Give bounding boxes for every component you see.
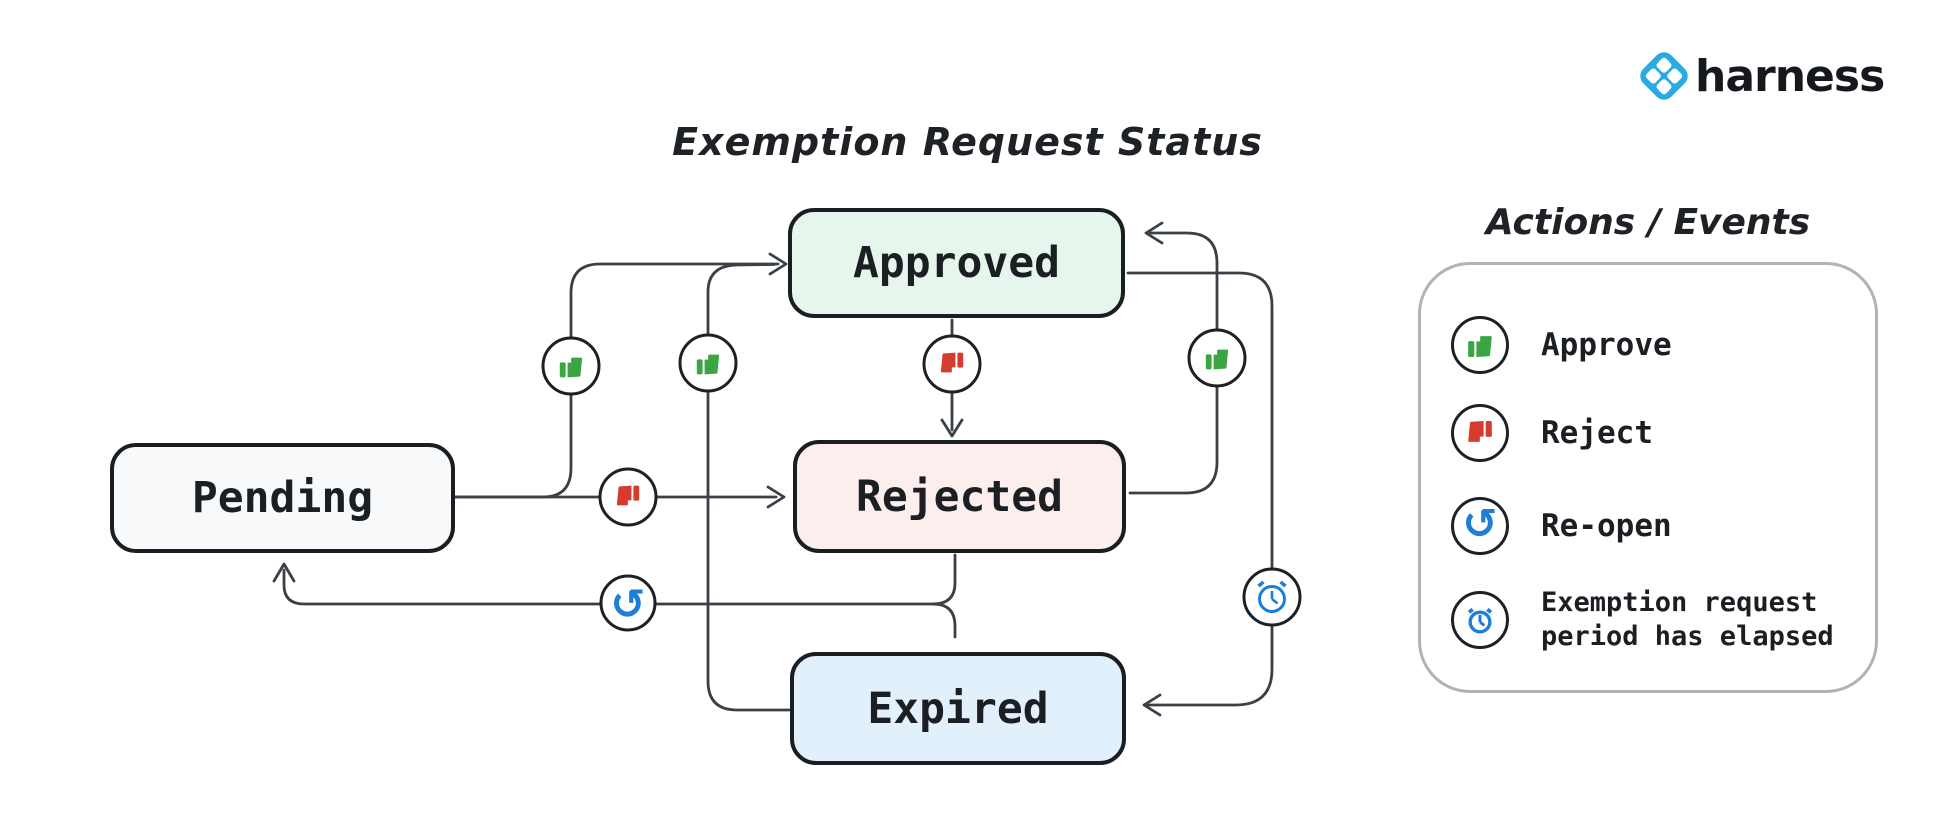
legend-title: Actions / Events	[1485, 202, 1811, 243]
legend-item-label: Reject	[1541, 415, 1653, 451]
legend-item-elapsed: Exemption request period has elapsed	[1451, 586, 1841, 654]
rotate-ccw-icon: ↺	[1462, 498, 1498, 548]
legend-item-reopen: ↺ Re-open	[1451, 497, 1672, 555]
state-label: Pending	[191, 473, 374, 523]
edge-icon-badges: ↺	[541, 328, 1302, 632]
edge-rejected-reopen	[931, 553, 957, 606]
harness-logo: harness	[1636, 48, 1885, 104]
harness-diamond-logo-icon	[1640, 52, 1688, 100]
arrowhead	[940, 418, 964, 438]
rotate-ccw-icon: ↺	[610, 580, 645, 629]
state-approved: Approved	[788, 208, 1125, 318]
edge-expired-approved	[706, 263, 791, 712]
state-label: Expired	[867, 683, 1049, 734]
legend-item-label: Re-open	[1541, 508, 1672, 544]
legend-item-label: Exemption request period has elapsed	[1541, 587, 1834, 652]
transition-edges	[272, 221, 1274, 717]
legend-item-reject: Reject	[1451, 404, 1653, 462]
stopwatch-icon	[1467, 607, 1493, 634]
edge-expired-reopen	[931, 602, 957, 639]
state-label: Approved	[852, 238, 1061, 288]
thumbs-down-icon	[1468, 421, 1492, 442]
stopwatch-icon	[1257, 580, 1287, 613]
edge-approved-expired	[1126, 271, 1274, 707]
legend-item-approve: Approve	[1451, 316, 1672, 374]
edge-reopen-pending	[282, 568, 938, 606]
legend-item-label: Approve	[1541, 327, 1672, 363]
arrowhead	[768, 252, 788, 276]
arrowhead	[1142, 693, 1162, 717]
brand-name: harness	[1695, 50, 1885, 102]
state-expired: Expired	[790, 652, 1126, 765]
legend-panel: Approve Reject ↺ Re-open Exemption reque…	[1418, 262, 1878, 693]
diagram-title: Exemption Request Status	[672, 120, 1263, 164]
arrowhead	[1144, 221, 1164, 245]
state-label: Rejected	[855, 471, 1064, 522]
state-rejected: Rejected	[793, 440, 1126, 553]
arrowhead	[272, 562, 296, 583]
thumbs-up-icon	[1468, 336, 1492, 357]
arrowhead	[766, 485, 786, 509]
thumbs-up-icon	[559, 349, 1229, 378]
state-pending: Pending	[110, 443, 455, 553]
